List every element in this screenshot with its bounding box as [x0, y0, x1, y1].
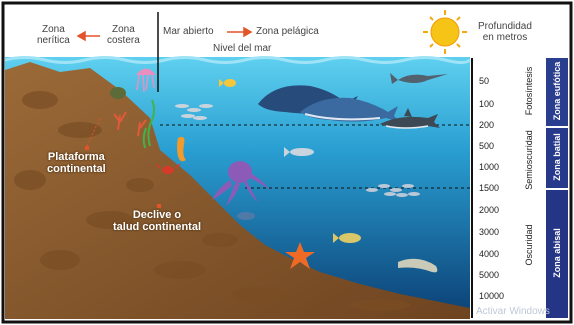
zona-batial-label: Zona batial: [552, 127, 562, 187]
ray-icon: [237, 212, 255, 220]
depth-tick-5000: 5000: [479, 270, 519, 280]
declive-talud-label: Declive o talud continental: [113, 210, 201, 233]
depth-tick-50: 50: [479, 76, 519, 86]
zona-neritica-label: Zona nerítica: [37, 25, 70, 46]
mar-abierto-label: Mar abierto: [163, 27, 214, 38]
depth-tick-200: 200: [479, 120, 519, 130]
depth-tick-2000: 2000: [479, 205, 519, 215]
depth-tick-100: 100: [479, 99, 519, 109]
depth-tick-1000: 1000: [479, 162, 519, 172]
plataforma-continental-label: Plataforma continental: [47, 152, 106, 175]
zona-pelagica-label: Zona pelágica: [256, 27, 319, 38]
activate-windows-watermark: Activar Windows: [476, 306, 550, 317]
depth-tick-500: 500: [479, 141, 519, 151]
depth-tick-1500: 1500: [479, 183, 519, 193]
zona-abisal-label: Zona abisal: [552, 218, 562, 288]
profundidad-label: Profundidad en metros: [478, 22, 532, 43]
depth-tick-10000: 10000: [479, 291, 519, 301]
semioscuridad-label: Semioscuridad: [524, 120, 534, 200]
zona-eufotica-label: Zona eufótica: [552, 56, 562, 126]
zona-costera-label: Zona costera: [107, 25, 140, 46]
depth-tick-3000: 3000: [479, 227, 519, 237]
nivel-del-mar-label: Nivel del mar: [213, 44, 271, 55]
oscuridad-label: Oscuridad: [524, 215, 534, 275]
fotosintesis-label: Fotosíntesis: [524, 56, 534, 126]
turtle-icon: [110, 87, 126, 99]
depth-tick-4000: 4000: [479, 249, 519, 259]
